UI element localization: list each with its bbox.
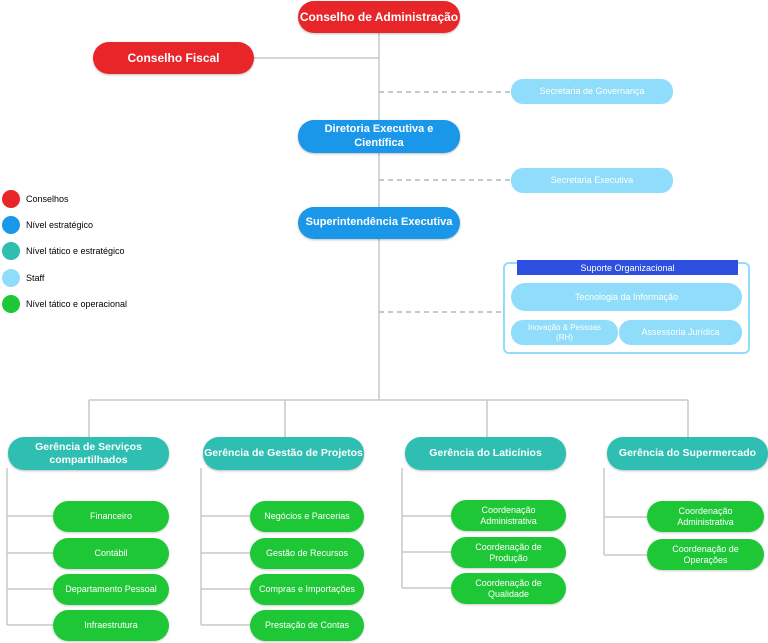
- legend-label: Nível estratégico: [26, 220, 94, 230]
- prestacao-contas-node: Prestação de Contas: [250, 610, 364, 641]
- gerencia-laticinios-node: Gerência do Laticínios: [405, 437, 566, 470]
- legend-dot: [2, 269, 20, 287]
- diretoria-executiva-node: Diretoria Executiva e Científica: [298, 120, 460, 153]
- legend-nivel-tatico-estrategico: Nível tático e estratégico: [2, 242, 125, 260]
- legend-label: Nível tático e estratégico: [26, 246, 125, 256]
- coordenacao-administrativa-supermercado-node: Coordenação Administrativa: [647, 501, 764, 532]
- gerencia-servicos-compartilhados-node: Gerência de Serviços compartilhados: [8, 437, 169, 470]
- legend-nivel-tatico-operacional: Nível tático e operacional: [2, 295, 127, 313]
- legend-dot: [2, 242, 20, 260]
- gerencia-supermercado-node: Gerência do Supermercado: [607, 437, 768, 470]
- legend-label: Nível tático e operacional: [26, 299, 128, 309]
- compras-importacoes-node: Compras e Importações: [250, 574, 364, 605]
- coordenacao-operacoes-node: Coordenação de Operações: [647, 539, 764, 570]
- superintendencia-node: Superintendência Executiva: [298, 207, 460, 239]
- tecnologia-informacao-node: Tecnologia da Informação: [511, 283, 742, 311]
- inovacao-pessoas-node: Inovação & Pessoas (RH): [511, 320, 618, 345]
- legend-dot: [2, 216, 20, 234]
- secretaria-executiva-node: Secretaria Executiva: [511, 168, 673, 193]
- assessoria-juridica-node: Assessoria Jurídica: [619, 320, 742, 345]
- legend-staff: Staff: [2, 269, 44, 287]
- legend-label: Conselhos: [26, 194, 69, 204]
- financeiro-node: Financeiro: [53, 501, 169, 532]
- legend-dot: [2, 295, 20, 313]
- gerencia-gestao-projetos-node: Gerência de Gestão de Projetos: [203, 437, 364, 470]
- secretaria-governanca-node: Secretaria de Governança: [511, 79, 673, 104]
- conselho-fiscal-node: Conselho Fiscal: [93, 42, 254, 74]
- infraestrutura-node: Infraestrutura: [53, 610, 169, 641]
- negocios-parcerias-node: Negócios e Parcerias: [250, 501, 364, 532]
- gestao-recursos-node: Gestão de Recursos: [250, 538, 364, 569]
- coordenacao-administrativa-laticinios-node: Coordenação Administrativa: [451, 500, 566, 531]
- legend-nivel-estrategico: Nível estratégico: [2, 216, 93, 234]
- legend-label: Staff: [26, 273, 45, 283]
- legend-conselhos: Conselhos: [2, 190, 69, 208]
- coordenacao-qualidade-node: Coordenação de Qualidade: [451, 573, 566, 604]
- legend-dot: [2, 190, 20, 208]
- coordenacao-producao-node: Coordenação de Produção: [451, 537, 566, 568]
- conselho-administracao-node: Conselho de Administração: [298, 1, 460, 33]
- departamento-pessoal-node: Departamento Pessoal: [53, 574, 169, 605]
- suporte-organizacional-title: Suporte Organizacional: [517, 260, 738, 275]
- contabil-node: Contábil: [53, 538, 169, 569]
